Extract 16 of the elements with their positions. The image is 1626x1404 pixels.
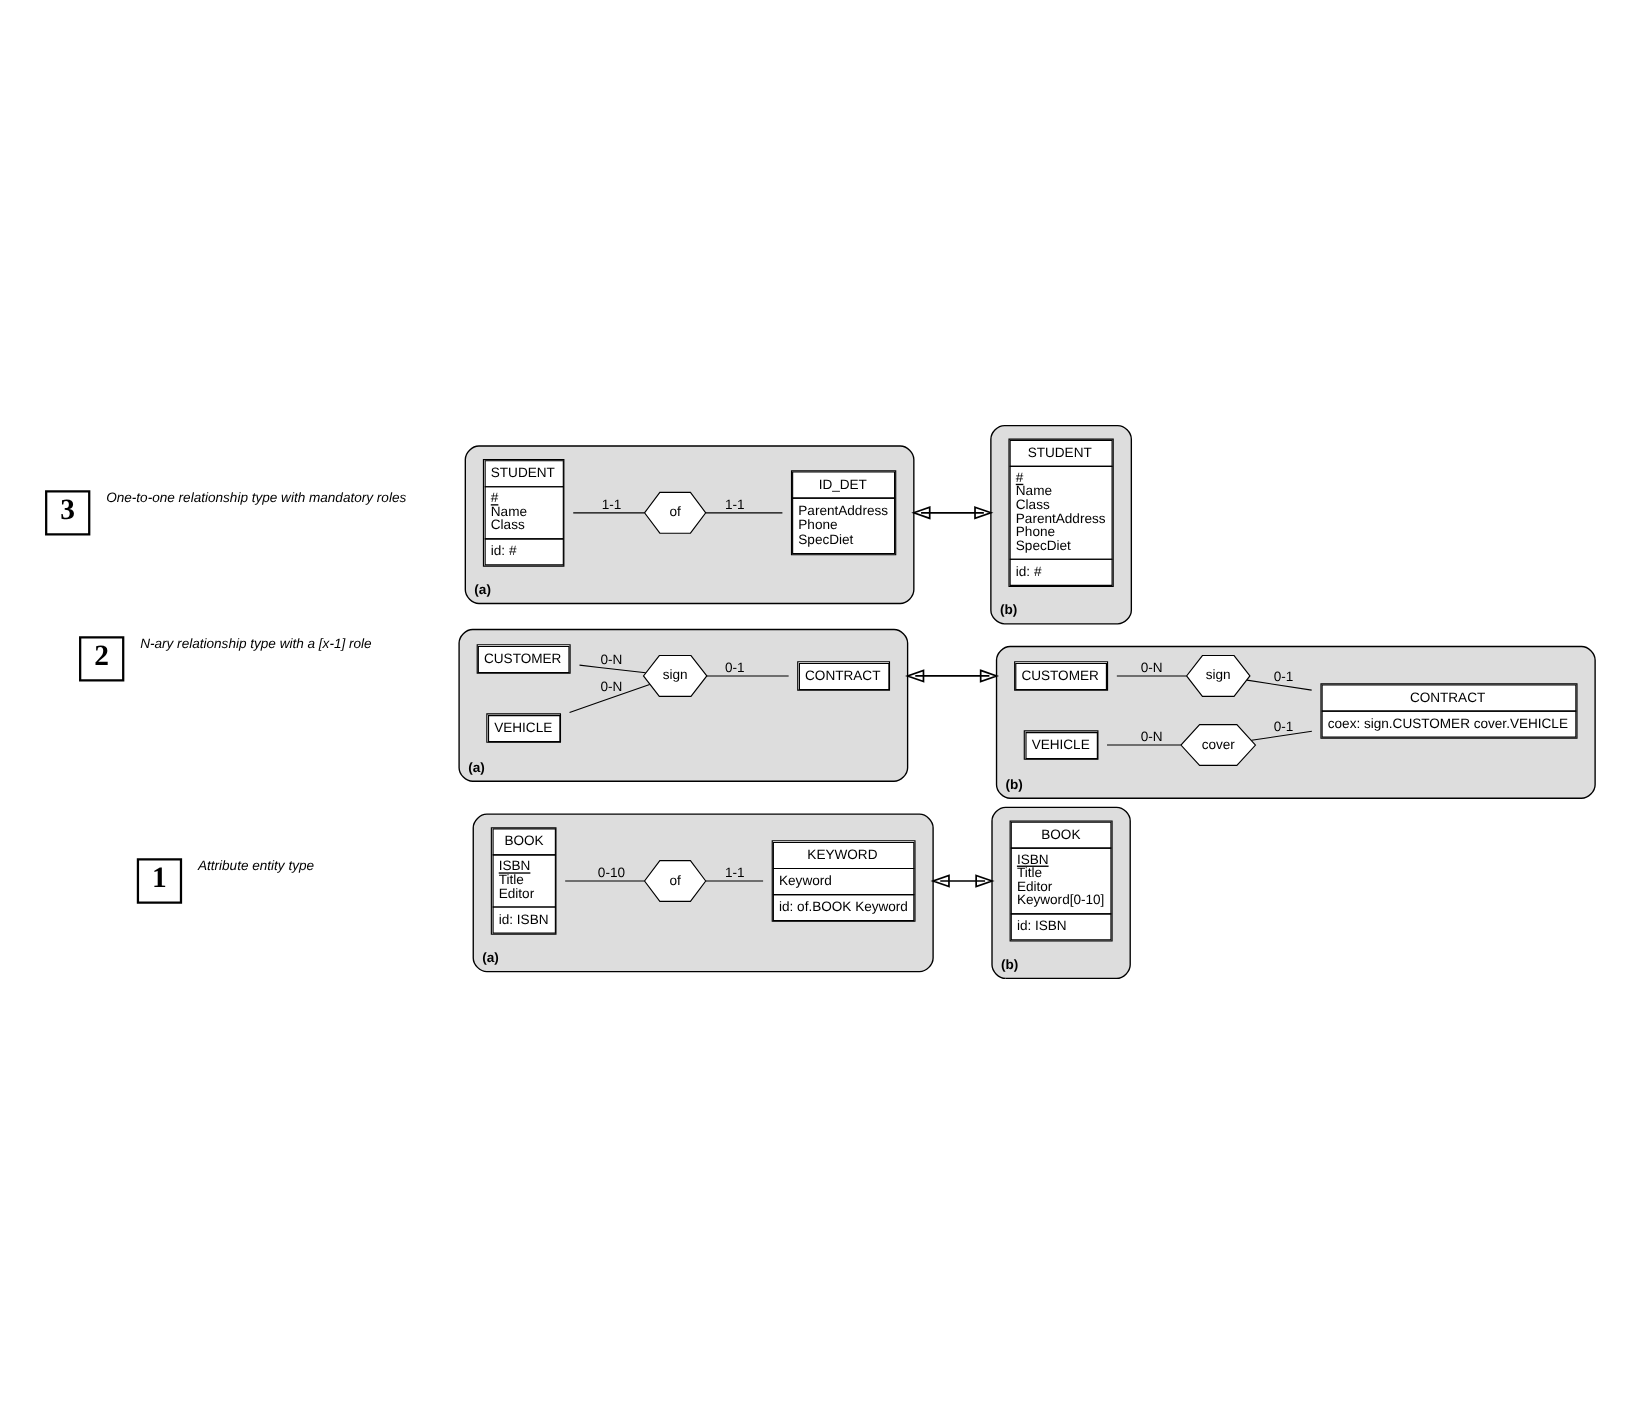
connector [1116,675,1187,677]
connector [1251,730,1313,741]
arrow [930,874,995,888]
connector [705,880,764,882]
connector [569,683,651,713]
connector [705,512,783,514]
node-box: 1 [136,858,183,904]
arrow [905,669,1000,683]
connector [578,664,647,674]
connector [1246,679,1313,691]
connector [564,880,646,882]
arrow [911,506,994,520]
connector [572,512,646,514]
connector [1106,744,1182,746]
node-box: 3 [45,490,91,536]
node-box: 2 [79,636,125,682]
